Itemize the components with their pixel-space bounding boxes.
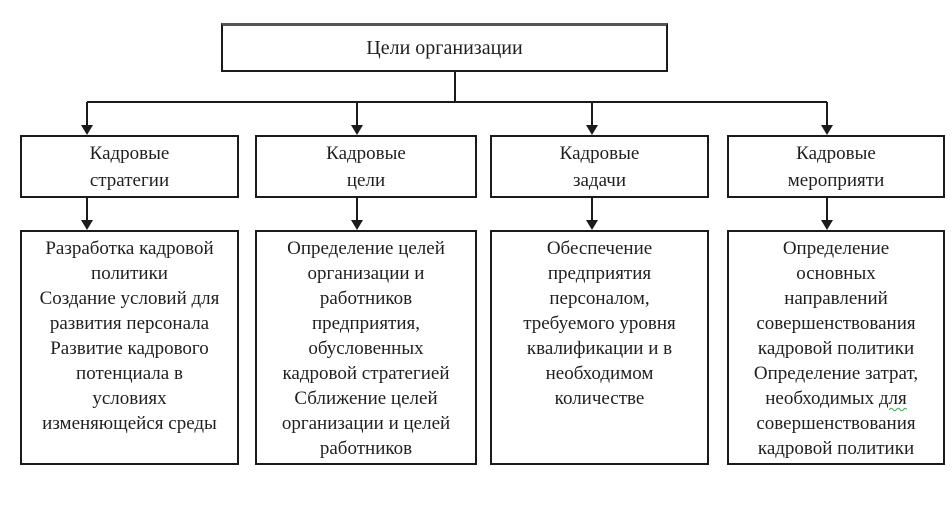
arrow-down-icon — [821, 125, 833, 135]
node-label: Кадровые стратегии — [89, 142, 170, 191]
node-hr-goals-details: Определение целей организации и работник… — [255, 230, 477, 465]
arrow-down-icon — [351, 125, 363, 135]
node-hr-strategies-details: Разработка кадровой политики Создание ус… — [20, 230, 239, 465]
node-hr-strategies: Кадровые стратегии — [20, 135, 239, 198]
spellcheck-underline-word: для — [878, 388, 907, 409]
details-text: совершенствования кадровой политики — [756, 413, 916, 459]
arrow-down-icon — [821, 220, 833, 230]
arrow-down-icon — [81, 125, 93, 135]
arrow-down-icon — [351, 220, 363, 230]
node-label: Цели организации — [366, 37, 523, 59]
node-hr-activities-details: Определение основных направлений соверше… — [727, 230, 945, 465]
arrow-down-icon — [586, 125, 598, 135]
node-label: Кадровые мероприяти — [787, 142, 885, 191]
arrow-down-icon — [81, 220, 93, 230]
node-hr-activities: Кадровые мероприяти — [727, 135, 945, 198]
node-hr-tasks-details: Обеспечение предприятия персоналом, треб… — [490, 230, 709, 465]
node-label: Кадровые цели — [326, 142, 406, 191]
node-label: Кадровые задачи — [559, 142, 640, 191]
node-hr-goals: Кадровые цели — [255, 135, 477, 198]
details-text: Определение основных направлений соверше… — [753, 238, 919, 409]
node-hr-tasks: Кадровые задачи — [490, 135, 709, 198]
arrow-down-icon — [586, 220, 598, 230]
node-org-goals: Цели организации — [221, 23, 668, 72]
